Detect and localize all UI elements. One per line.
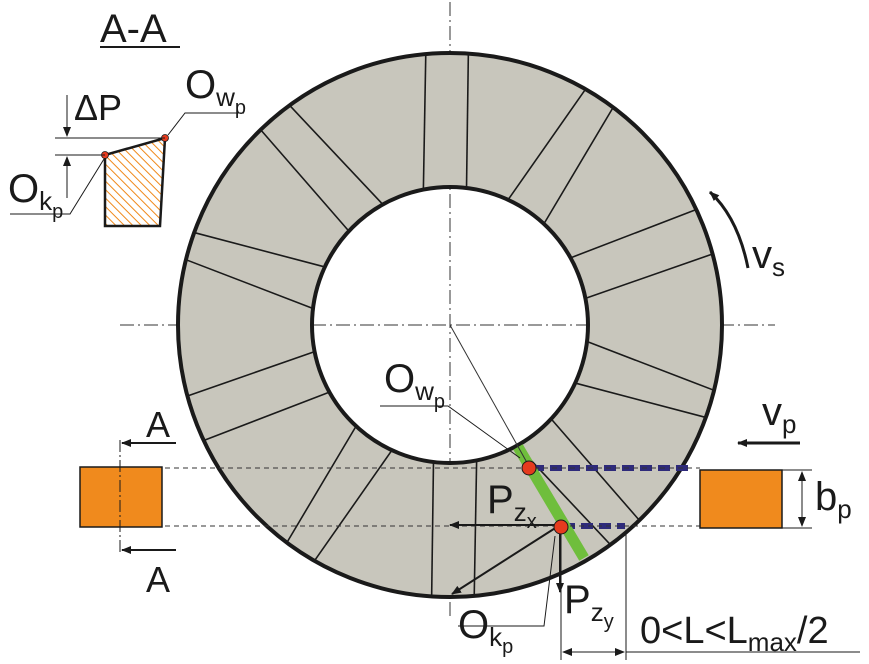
segment-line [313,449,393,562]
owp-sub: w [215,82,235,112]
segment-line [574,382,707,419]
pzx-label: Pzx [487,478,537,533]
wheel-segment-lines [185,53,715,597]
owp-leader [380,405,521,459]
wheel-okp-main: O [458,603,489,647]
detail-okp-leader [10,158,105,215]
wheel-owp-main: O [384,357,415,401]
bp-dimension [782,469,812,529]
section-cut-line [119,439,176,555]
pzx-main: P [487,478,514,522]
segment-line [430,461,435,597]
detail-owp-leader [167,112,244,136]
segment-line [286,425,357,544]
segment-line [185,258,314,310]
segment-line [507,88,587,201]
vs-rotation-arrow [708,190,750,269]
okp-subsub: p [52,201,63,223]
level-lines [165,467,700,527]
right-workpiece [699,469,783,529]
segment-line [260,129,350,232]
pzy-label: Pzy [564,578,614,633]
segment-line [543,106,614,225]
okp-sub: k [39,186,53,216]
left-workpiece [79,466,163,528]
pzy-main: P [564,578,591,622]
vp-sub: p [782,409,796,439]
okp-leader [458,535,556,627]
segment-line [570,208,697,259]
wheel-okp-subsub: p [502,636,513,658]
bp-main: b [815,475,837,519]
wheel-owp-subsub: p [434,391,445,413]
segment-line [203,391,330,442]
segment-line [193,231,326,268]
resultant-arrow [451,524,561,595]
radius-line [449,324,531,469]
vs-sub: s [772,252,785,282]
force-arrows [449,521,564,595]
delta-p-label: ΔP [74,87,122,128]
section-detail [10,46,244,228]
segment-line [465,53,470,189]
detail-okp-label: Okp [8,167,63,223]
bp-label: bp [815,475,852,524]
segment-line [473,460,478,596]
vs-label: vs [752,233,785,282]
section-title: A-A [100,7,167,51]
pzy-subsub: y [604,611,614,633]
wheel-okp-sub: k [489,622,503,652]
pzx-sub: z [514,497,527,527]
detail-owp-label: Owp [185,63,246,119]
bp-sub: p [837,494,851,524]
grinding-wheel [175,51,725,599]
wheel-okp-label: Okp [458,603,513,658]
section-mark-top: A [146,404,170,445]
pzy-sub: z [591,597,604,627]
vs-main: v [752,233,772,277]
segment-line [422,54,427,190]
segment-line [288,104,384,205]
vp-main: v [762,390,782,434]
length-range-label: 0<L<Lmax/2 [640,610,829,657]
wheel-owp-label: Owp [384,357,445,413]
section-mark-bottom: A [146,559,170,600]
length-right: /2 [797,610,829,652]
section-profile [103,136,167,228]
owp-point [521,460,537,476]
owp-main: O [185,63,216,107]
owp-subsub: p [235,97,246,119]
length-left: 0<L<L [640,610,748,652]
length-sub: max [748,627,797,657]
pzx-subsub: x [527,511,537,533]
leader-lines [380,405,556,627]
dimension-l [560,530,860,660]
okp-point [553,519,569,535]
vp-label: vp [762,390,796,439]
segment-line [585,253,713,300]
segment-line [187,350,315,397]
okp-main: O [8,167,39,211]
wheel-owp-sub: w [414,376,434,406]
wheel-ring [175,51,725,599]
segment-line [586,340,715,392]
